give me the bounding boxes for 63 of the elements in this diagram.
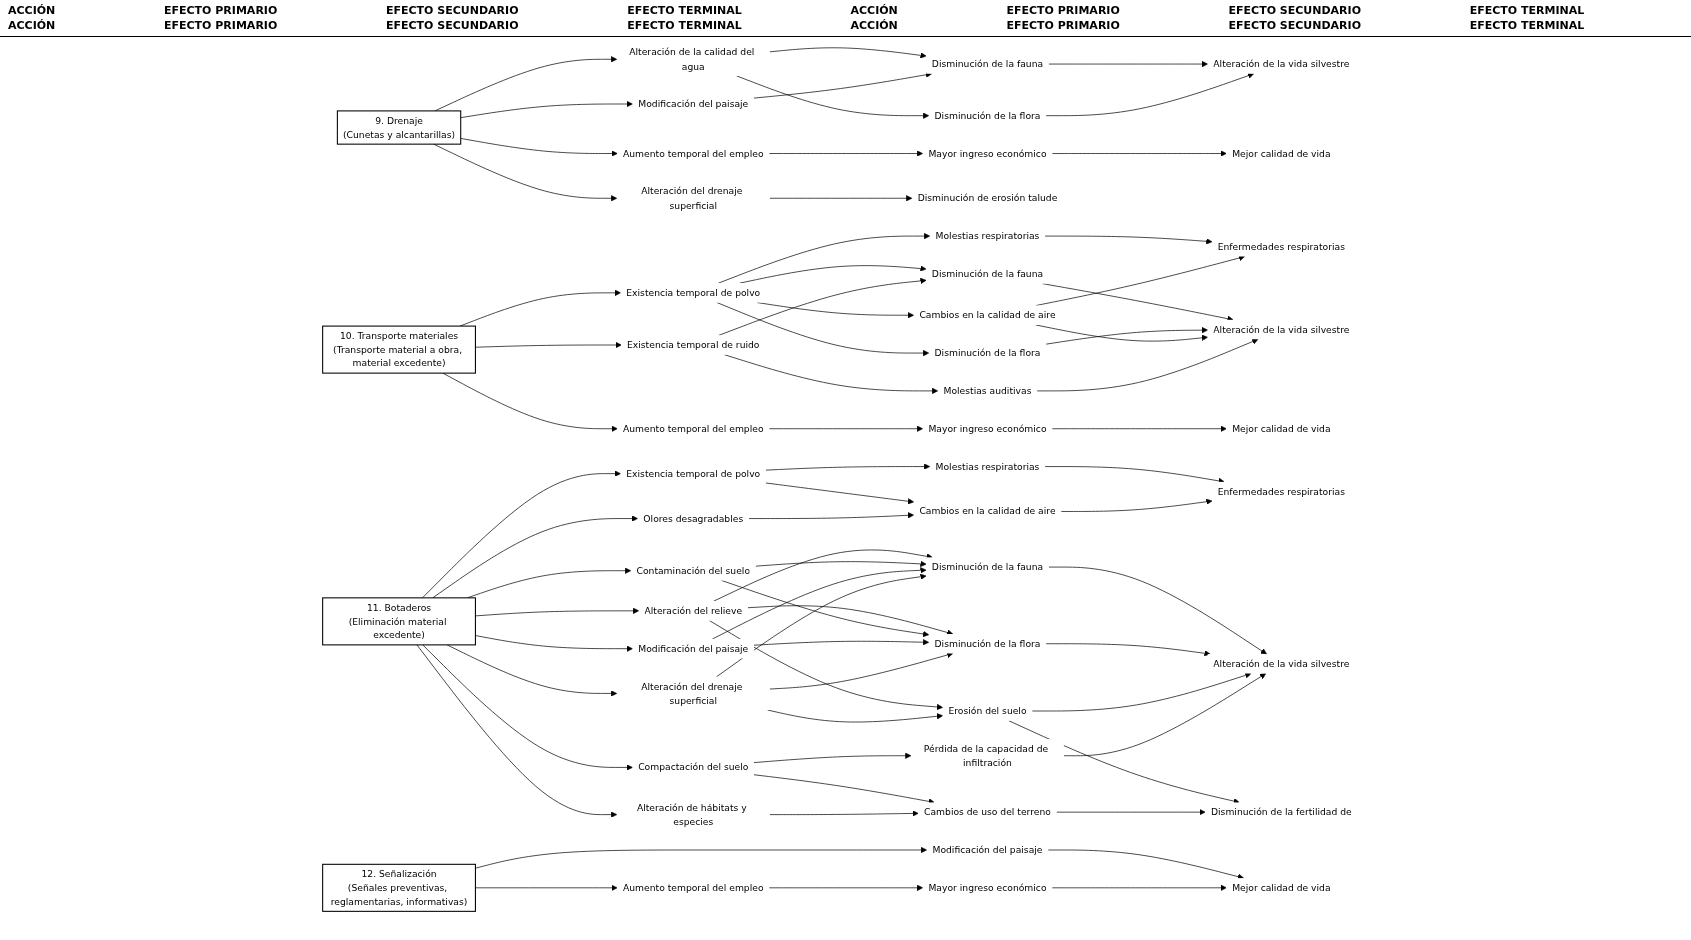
node-text: Existencia temporal de polvo xyxy=(626,287,761,298)
node-text: Alteración del drenaje superficial xyxy=(641,185,743,211)
node-text: Aumento temporal del empleo xyxy=(622,423,764,434)
node-text: Mejor calidad de vida xyxy=(1232,423,1331,434)
node-text: Alteración de la vida silvestre xyxy=(1213,658,1350,669)
column-heading: EFECTO SECUNDARIO xyxy=(1228,19,1363,32)
node-text: Cambios en la calidad de aire xyxy=(919,506,1056,517)
column-heading: ACCIÓN xyxy=(850,19,899,32)
node-text: Contaminación del suelo xyxy=(636,565,750,576)
column-heading: EFECTO SECUNDARIO xyxy=(1228,4,1363,17)
node-text: Compactación del suelo xyxy=(638,761,749,773)
column-heading: EFECTO TERMINAL xyxy=(627,4,743,17)
node-text: Disminución de la flora xyxy=(934,638,1041,649)
node-text: Disminución de erosión talude xyxy=(917,192,1058,204)
node-text: Olores desagradables xyxy=(643,513,744,524)
node-text: Disminución de la fauna xyxy=(931,561,1044,573)
node-text: Mayor ingreso económico xyxy=(928,423,1047,434)
node-text: Pérdida de la capacidad de infiltración xyxy=(923,743,1049,768)
node-text: Alteración de la calidad del agua xyxy=(629,46,755,72)
node-text: Modificación del paisaje xyxy=(932,844,1043,856)
node-text: Disminución de la fauna xyxy=(931,58,1044,70)
node-text: Mejor calidad de vida xyxy=(1232,148,1331,159)
column-heading: EFECTO SECUNDARIO xyxy=(386,19,520,32)
column-heading: EFECTO TERMINAL xyxy=(627,19,743,32)
node-text: Modificación del paisaje xyxy=(638,98,749,110)
column-heading: EFECTO PRIMARIO xyxy=(1006,4,1121,17)
node-text: Disminución de la flora xyxy=(934,347,1041,359)
node-text: Molestias auditivas xyxy=(943,385,1032,397)
node-text: Alteración del drenaje superficial xyxy=(641,681,743,706)
node-text: Disminución de la fauna xyxy=(931,268,1044,280)
node-box: 11. Botaderos (Eliminación material excedente) xyxy=(322,597,476,646)
node-text: Enfermedades respiratorias xyxy=(1217,241,1345,252)
node-text: Erosión del suelo xyxy=(948,705,1027,717)
node-text: Enfermedades respiratorias xyxy=(1217,486,1345,497)
node-text: Existencia temporal de polvo xyxy=(626,468,761,479)
node-text: Alteración de la vida silvestre xyxy=(1213,324,1350,335)
node-text: Disminución de la flora xyxy=(934,110,1041,121)
node-text: Mayor ingreso económico xyxy=(928,148,1047,159)
column-heading: EFECTO TERMINAL xyxy=(1469,4,1586,17)
column-heading: ACCIÓN xyxy=(850,4,899,17)
node-text: Alteración de la vida silvestre xyxy=(1213,58,1350,70)
column-heading: EFECTO PRIMARIO xyxy=(164,4,279,17)
node-text: Cambios de uso del terreno xyxy=(924,806,1051,818)
column-heading: ACCIÓN xyxy=(8,19,57,32)
node-text: Molestias respiratorias xyxy=(935,461,1040,472)
node-text: Disminución de la fertilidad de xyxy=(1210,806,1352,818)
node-box: 12. Señalización (Señales preventivas, reglamentarias, informativas) xyxy=(322,863,476,912)
column-heading: EFECTO SECUNDARIO xyxy=(386,4,520,17)
node-text: Mayor ingreso económico xyxy=(928,882,1047,893)
node-text: Mejor calidad de vida xyxy=(1232,882,1331,893)
column-heading: EFECTO PRIMARIO xyxy=(1006,19,1121,32)
node-text: Cambios en la calidad de aire xyxy=(919,309,1056,321)
column-heading: EFECTO PRIMARIO xyxy=(164,19,279,32)
node-text: Existencia temporal de ruido xyxy=(626,339,760,351)
node-text: Aumento temporal del empleo xyxy=(622,882,764,893)
node-text: Alteración del relieve xyxy=(644,605,743,616)
node-box: 10. Transporte materiales (Transporte material a obra, material excedente) xyxy=(322,325,476,374)
node-text: Alteración de hábitats y especies xyxy=(636,802,747,827)
node-text: Molestias respiratorias xyxy=(935,230,1040,242)
node-text: Aumento temporal del empleo xyxy=(622,148,764,159)
column-heading: ACCIÓN xyxy=(8,4,57,17)
column-heading: EFECTO TERMINAL xyxy=(1469,19,1586,32)
node-box: 9. Drenaje (Cunetas y alcantarillas) xyxy=(336,110,462,145)
